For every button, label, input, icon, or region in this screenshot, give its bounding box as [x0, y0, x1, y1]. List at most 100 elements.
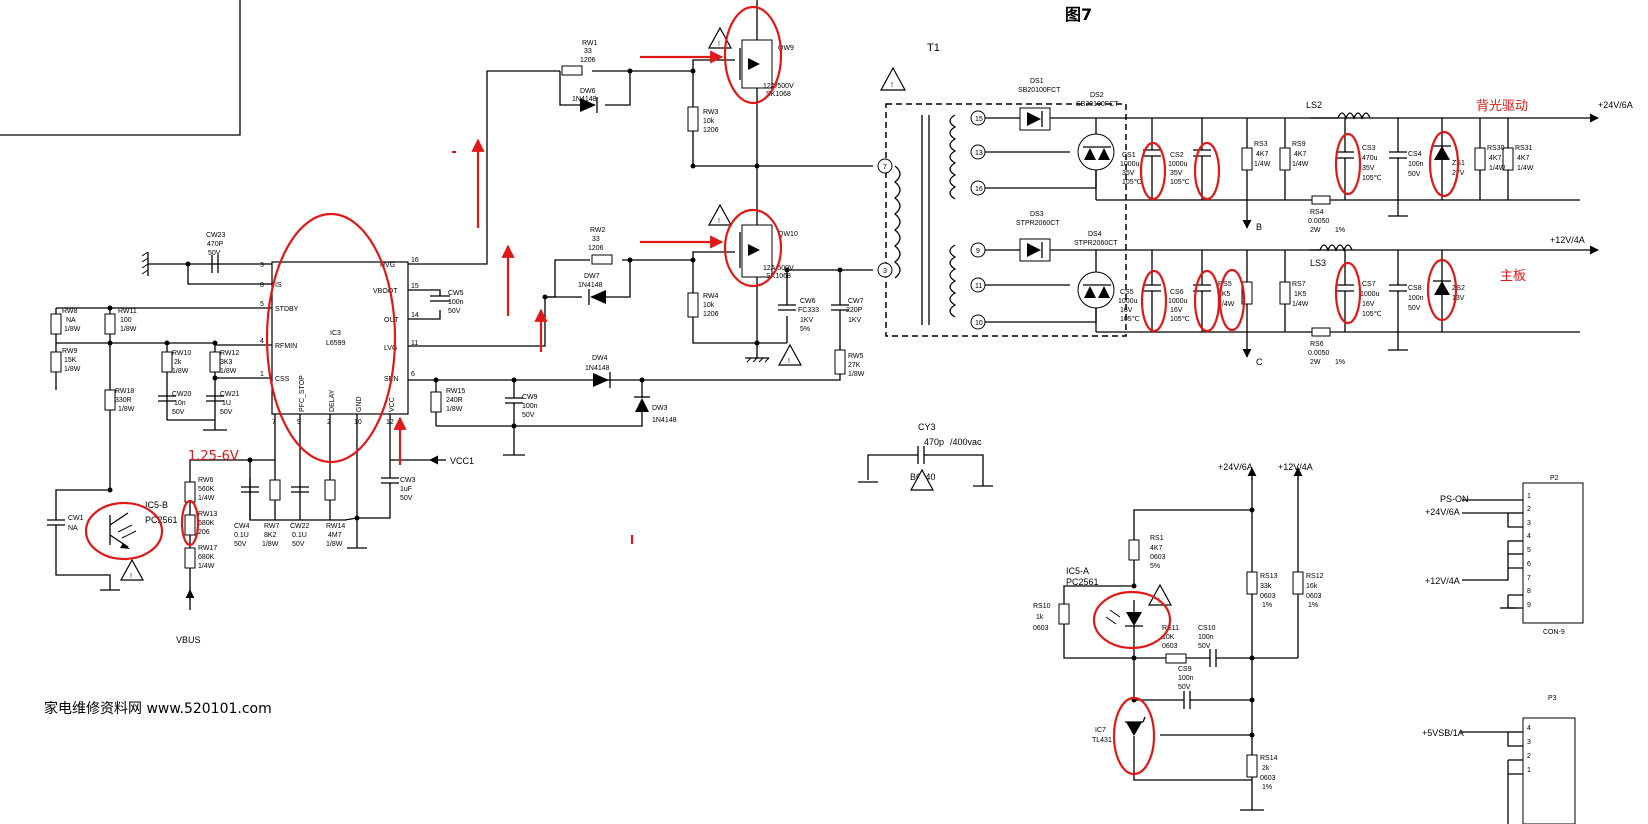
- frame-box: [0, 0, 241, 136]
- svg-text:1206: 1206: [580, 57, 596, 64]
- svg-text:50V: 50V: [1178, 684, 1191, 691]
- svg-text:105℃: 105℃: [1362, 311, 1382, 318]
- svg-text:NA: NA: [66, 317, 76, 324]
- svg-text:4: 4: [1527, 725, 1531, 732]
- svg-text:100n: 100n: [1408, 295, 1424, 302]
- resistor-rw4: [687, 292, 699, 318]
- svg-text:RW15: RW15: [446, 388, 465, 395]
- svg-text:50V: 50V: [220, 409, 233, 416]
- svg-text:FC333: FC333: [798, 307, 819, 314]
- svg-text:1/8W: 1/8W: [848, 371, 865, 378]
- p3-signal-5vsb: +5VSB/1A: [1422, 728, 1464, 738]
- svg-text:RW6: RW6: [198, 477, 214, 484]
- svg-text:9: 9: [297, 419, 301, 426]
- svg-text:105℃: 105℃: [1120, 316, 1140, 323]
- svg-text:100n: 100n: [448, 299, 464, 306]
- svg-text:SK1068: SK1068: [766, 91, 791, 98]
- svg-text:35V: 35V: [1362, 165, 1375, 172]
- svg-text:DW7: DW7: [584, 273, 600, 280]
- svg-text:IC7: IC7: [1095, 727, 1106, 734]
- annotation-voltage: 1.25-6V: [188, 449, 239, 464]
- svg-text:SK1068: SK1068: [766, 273, 791, 280]
- p3-ref: P3: [1548, 695, 1557, 702]
- svg-text:PFC_STOP: PFC_STOP: [299, 375, 306, 412]
- diode-dw3: [634, 396, 650, 412]
- resistor-rw2: [591, 254, 613, 265]
- svg-text:1KV: 1KV: [848, 317, 862, 324]
- svg-text:CW21: CW21: [220, 391, 240, 398]
- svg-text:105℃: 105℃: [1170, 316, 1190, 323]
- svg-text:680K: 680K: [198, 520, 215, 527]
- svg-text:2k: 2k: [174, 359, 182, 366]
- p2-signal-24v: +24V/6A: [1425, 507, 1460, 517]
- svg-text:1%: 1%: [1262, 784, 1272, 791]
- svg-text:27K: 27K: [848, 362, 861, 369]
- svg-text:1K5: 1K5: [1218, 291, 1231, 298]
- svg-text:50V: 50V: [172, 409, 185, 416]
- svg-text:1/4W: 1/4W: [1517, 165, 1534, 172]
- svg-text:QW10: QW10: [778, 231, 798, 238]
- svg-text:680K: 680K: [198, 554, 215, 561]
- svg-text:RW1: RW1: [582, 40, 598, 47]
- svg-text:1U: 1U: [222, 400, 231, 407]
- svg-text:1/8W: 1/8W: [326, 541, 343, 548]
- svg-text:!: !: [718, 41, 720, 48]
- annotation-mainboard: 主板: [1500, 269, 1526, 284]
- svg-text:STDBY: STDBY: [275, 306, 299, 313]
- svg-text:50V: 50V: [208, 250, 221, 257]
- svg-text:50V: 50V: [1408, 305, 1421, 312]
- svg-text:DS2: DS2: [1090, 92, 1104, 99]
- svg-text:1000u: 1000u: [1118, 298, 1138, 305]
- svg-text:9: 9: [1527, 602, 1531, 609]
- svg-text:RS11: RS11: [1162, 625, 1179, 632]
- connector-p2: [1462, 482, 1584, 624]
- svg-text:1/8W: 1/8W: [118, 406, 135, 413]
- svg-text:QW9: QW9: [778, 45, 794, 52]
- ic3-part: L6599: [326, 340, 346, 347]
- svg-text:105℃: 105℃: [1122, 179, 1142, 186]
- svg-text:12A/500V: 12A/500V: [763, 83, 794, 90]
- svg-text:1206: 1206: [703, 127, 719, 134]
- svg-text:CS8: CS8: [1408, 285, 1422, 292]
- svg-text:DS1: DS1: [1030, 78, 1044, 85]
- svg-text:3K3: 3K3: [220, 359, 233, 366]
- svg-text:CW3: CW3: [400, 477, 416, 484]
- svg-text:8K2: 8K2: [264, 532, 277, 539]
- svg-text:0603: 0603: [1033, 625, 1049, 632]
- svg-text:10n: 10n: [174, 400, 186, 407]
- svg-text:HVG: HVG: [380, 262, 395, 269]
- transformer-pin-labels: 7 3 15 13 16 9 11 10: [883, 116, 983, 327]
- net-node-c: C: [1256, 357, 1263, 367]
- left-network: [47, 251, 525, 610]
- svg-text:1/4W: 1/4W: [198, 495, 215, 502]
- svg-text:CW7: CW7: [848, 298, 864, 305]
- svg-text:CW1: CW1: [68, 515, 84, 522]
- svg-text:CW6: CW6: [800, 298, 816, 305]
- svg-text:33: 33: [592, 236, 600, 243]
- svg-text:1/4W: 1/4W: [1292, 301, 1309, 308]
- svg-text:1%: 1%: [1262, 602, 1272, 609]
- svg-text:1/8W: 1/8W: [262, 541, 279, 548]
- svg-text:3: 3: [1527, 520, 1531, 527]
- svg-text:11: 11: [411, 340, 418, 347]
- svg-text:4K7: 4K7: [1256, 151, 1269, 158]
- p2-part: CON-9: [1543, 629, 1565, 636]
- svg-text:CS6: CS6: [1170, 289, 1184, 296]
- svg-text:7: 7: [883, 164, 887, 171]
- svg-text:100n: 100n: [1198, 634, 1214, 641]
- svg-text:12A/500V: 12A/500V: [763, 265, 794, 272]
- figure-title: 图7: [1065, 5, 1092, 24]
- svg-text:1000u: 1000u: [1120, 161, 1140, 168]
- svg-text:3: 3: [883, 268, 887, 275]
- svg-text:5%: 5%: [800, 326, 810, 333]
- svg-text:VCC: VCC: [389, 397, 396, 412]
- component-labels: RW1 33 1206 DW6 1N4148 RW3 10k 1206 RW2 …: [62, 40, 1534, 791]
- resistor-rs4: [1311, 195, 1331, 205]
- svg-text:1000u: 1000u: [1168, 161, 1188, 168]
- svg-text:240R: 240R: [446, 397, 463, 404]
- svg-text:16k: 16k: [1306, 583, 1318, 590]
- svg-text:50V: 50V: [400, 495, 413, 502]
- svg-text:0.1U: 0.1U: [234, 532, 249, 539]
- svg-text:1206: 1206: [588, 245, 604, 252]
